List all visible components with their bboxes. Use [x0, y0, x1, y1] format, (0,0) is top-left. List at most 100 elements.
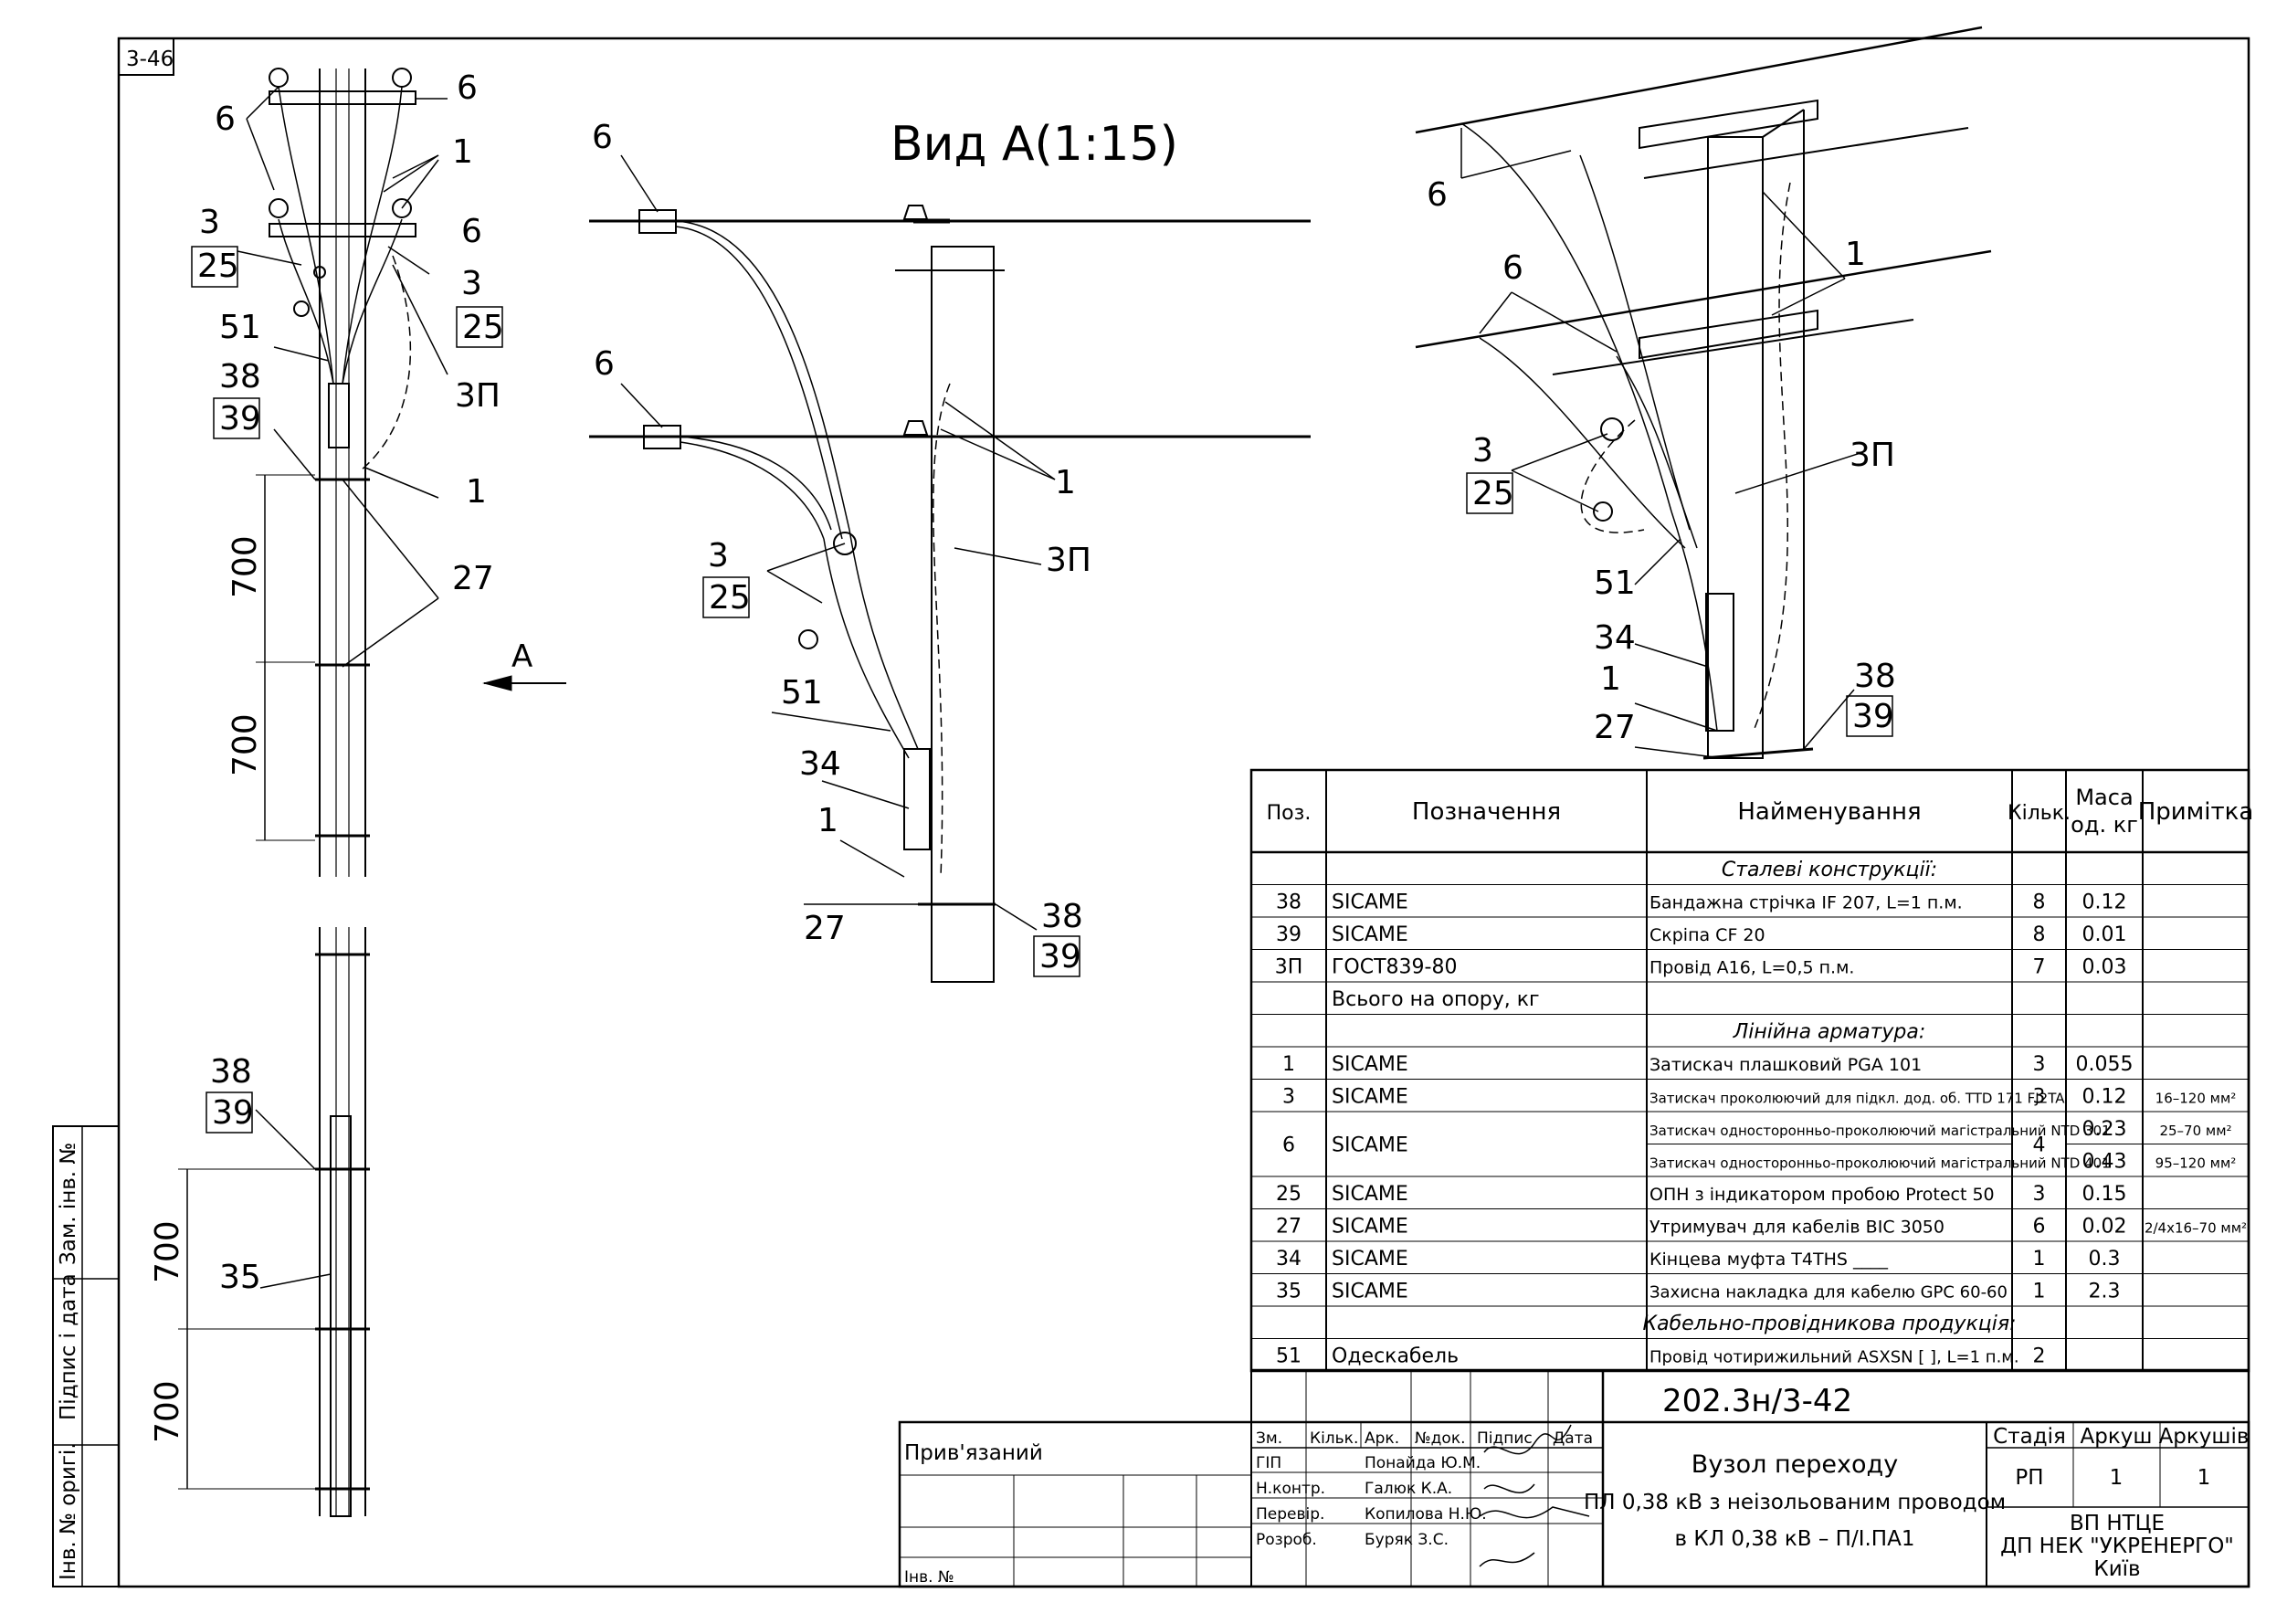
sheet-id: 3-46 [126, 47, 174, 71]
spec-mass: 0.03 [2082, 955, 2127, 978]
right-isometric-view [1415, 26, 1992, 760]
svg-text:Арк.: Арк. [1365, 1429, 1399, 1448]
spec-name: Кінцева муфта T4THS ____ [1649, 1250, 1888, 1270]
spec-note: 16–120 мм² [2155, 1090, 2237, 1106]
callout-25: 25 [709, 579, 751, 617]
spec-pos: 35 [1276, 1280, 1302, 1302]
callout-1: 1 [817, 802, 838, 839]
org-line: ВП НТЦЕ [2070, 1512, 2165, 1535]
spec-pos: 6 [1282, 1134, 1295, 1157]
spec-designation: SICAME [1332, 1183, 1408, 1206]
spec-name: Затискач односторонньо-проколюючий магіс… [1649, 1155, 2111, 1171]
callout-6: 6 [461, 213, 482, 250]
spec-header-note: Примітка [2138, 798, 2254, 826]
callout-27: 27 [452, 560, 494, 597]
title-block [898, 1368, 2250, 1588]
spec-header-name: Найменування [1737, 798, 1921, 826]
spec-designation: ГОСТ839-80 [1332, 955, 1457, 978]
callout-38: 38 [1041, 898, 1083, 935]
callout-34: 34 [799, 745, 841, 783]
callout-3: 3 [1472, 432, 1493, 469]
callout-3P: 3П [455, 377, 501, 415]
svg-text:Понайда Ю.М.: Понайда Ю.М. [1365, 1454, 1481, 1472]
spec-qty: 1 [2033, 1248, 2046, 1271]
stamp-replace-inv: Зам. інв. № [57, 1143, 80, 1265]
callout-6: 6 [215, 100, 236, 138]
spec-qty: 4 [2033, 1134, 2046, 1157]
callout-38: 38 [1854, 658, 1896, 695]
spec-qty: 8 [2033, 891, 2046, 913]
callout-3: 3 [461, 265, 482, 302]
spec-mass: 2.3 [2089, 1280, 2121, 1302]
spec-name: Провід чотирижильний ASXSN [ ], L=1 п.м. [1649, 1347, 2019, 1366]
callout-1: 1 [1055, 464, 1076, 501]
spec-mass: 0.01 [2082, 923, 2127, 946]
callout-51: 51 [219, 309, 261, 346]
callout-1: 1 [466, 473, 487, 511]
spec-pos: 51 [1276, 1345, 1302, 1367]
spec-pos: 34 [1276, 1248, 1302, 1271]
org-line: ДП НЕК "УКРЕНЕРГО" [2000, 1534, 2234, 1558]
middle-view [589, 154, 1311, 983]
callout-1: 1 [1600, 660, 1621, 698]
callout-1: 1 [1845, 236, 1866, 273]
view-arrow-label: А [511, 638, 532, 675]
sheets-value: 1 [2197, 1466, 2211, 1490]
callout-51: 51 [1594, 564, 1636, 602]
spec-qty: 7 [2033, 955, 2046, 978]
spec-designation: SICAME [1332, 1248, 1408, 1271]
callout-3: 3 [708, 537, 729, 575]
right-callouts: 6 6 1 3 25 3П 51 34 1 27 38 39 [1427, 176, 1896, 746]
document-code: 202.3н/3-42 [1662, 1383, 1852, 1419]
spec-name: Затискач односторонньо-проколюючий магіс… [1649, 1123, 2111, 1139]
spec-designation: SICAME [1332, 923, 1408, 946]
spec-qty: 3 [2033, 1183, 2046, 1206]
drawing-title-line: в КЛ 0,38 кВ – П/І.ПА1 [1675, 1527, 1915, 1551]
callout-6: 6 [1427, 176, 1448, 214]
callout-1: 1 [452, 133, 473, 171]
spec-pos: 1 [1282, 1053, 1295, 1076]
dimension-700: 700 [227, 535, 264, 598]
spec-mass: 0.12 [2082, 891, 2127, 913]
side-stamp: Інв. № оригі. Підпис і дата Зам. інв. № [52, 1125, 120, 1587]
drawing-title-line: ПЛ 0,38 кВ з неізольованим проводом [1584, 1491, 2006, 1514]
spec-name: Утримувач для кабелів BIC 3050 [1649, 1217, 1944, 1237]
callout-25: 25 [462, 309, 504, 346]
spec-qty: 2 [2033, 1345, 2046, 1367]
spec-section-heading: Лінійна арматура: [1733, 1020, 1926, 1043]
spec-designation: SICAME [1332, 1053, 1408, 1076]
spec-mass: 0.12 [2082, 1085, 2127, 1108]
callout-3: 3 [199, 204, 220, 241]
spec-mass: 0.15 [2082, 1183, 2127, 1206]
svg-text:Перевір.: Перевір. [1256, 1505, 1324, 1524]
spec-mass: 0.055 [2076, 1053, 2134, 1076]
spec-name: Захисна накладка для кабелю GPC 60-60 [1649, 1282, 2008, 1302]
svg-text:Галюк К.А.: Галюк К.А. [1365, 1480, 1452, 1498]
callout-27: 27 [804, 910, 846, 947]
spec-name: Затискач проколюючий для підкл. дод. об.… [1649, 1090, 2065, 1106]
svg-text:Дата: Дата [1553, 1429, 1593, 1448]
callout-6: 6 [592, 119, 613, 156]
callout-38: 38 [210, 1053, 252, 1091]
dimension-700: 700 [227, 713, 264, 776]
stamp-sign-date: Підпис і дата [57, 1273, 80, 1420]
svg-text:Підпис: Підпис [1477, 1429, 1533, 1448]
left-pole-view [178, 68, 566, 1517]
callout-39: 39 [1039, 938, 1081, 975]
svg-text:Аркушів: Аркушів [2159, 1425, 2250, 1449]
spec-mass: 0.3 [2089, 1248, 2121, 1271]
callout-6: 6 [1502, 249, 1523, 287]
spec-designation: SICAME [1332, 1215, 1408, 1238]
stamp-inv-orig: Інв. № оригі. [57, 1442, 80, 1580]
spec-qty: 6 [2033, 1215, 2046, 1238]
org-line: Київ [2093, 1557, 2140, 1581]
callout-25: 25 [197, 248, 239, 285]
spec-designation: SICAME [1332, 1085, 1408, 1108]
spec-header-designation: Позначення [1412, 798, 1561, 826]
svg-text:Розроб.: Розроб. [1256, 1531, 1317, 1549]
spec-note: 2/4x16–70 мм² [2145, 1219, 2247, 1236]
spec-qty: 3 [2033, 1053, 2046, 1076]
spec-qty: 3 [2033, 1085, 2046, 1108]
callout-35: 35 [219, 1259, 261, 1296]
spec-designation: Одескабель [1332, 1345, 1459, 1367]
